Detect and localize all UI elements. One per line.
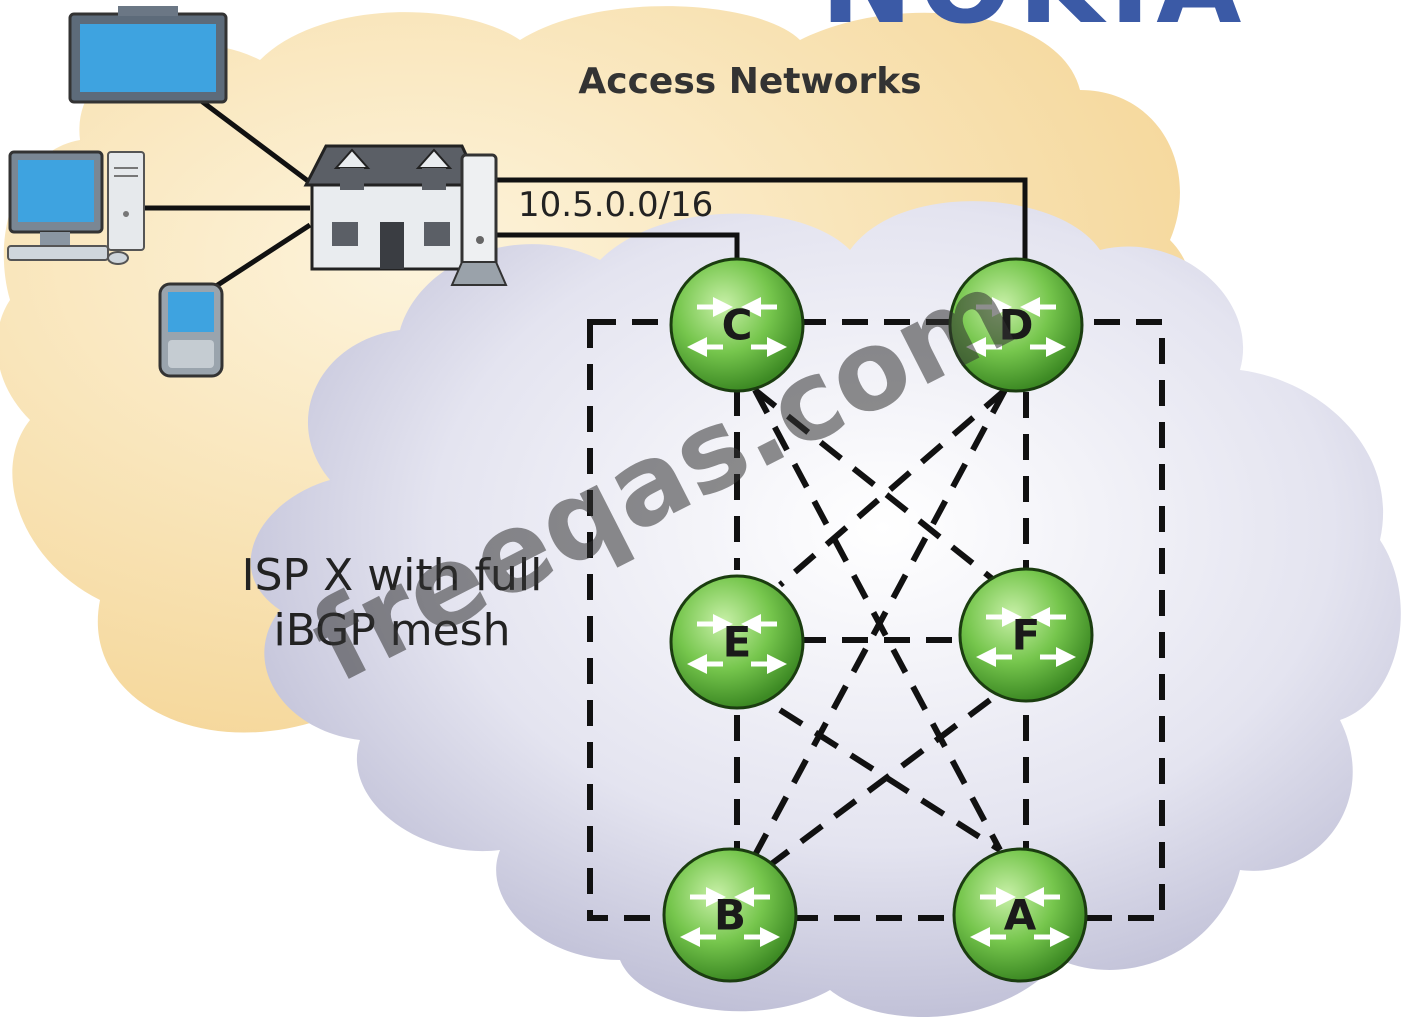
ibgp-session-e-a [778,707,1002,853]
router-c: C [669,257,805,393]
pda-icon [158,282,224,378]
ibgp-session-c-f [753,387,1002,588]
link-prefix-label: 10.5.0.0/16 [518,185,713,225]
nokia-logo: NOKIA [821,0,1248,48]
router-d: D [948,257,1084,393]
ibgp-session-f-b [768,697,992,868]
router-arrows-icon [966,297,1066,357]
router-e: E [669,574,805,710]
desktop-computer-icon [7,150,145,265]
router-e-label: E [723,618,752,667]
router-arrows-icon [687,614,787,674]
router-d-label: D [999,301,1034,350]
access-links [140,98,1028,293]
router-arrows-icon [687,297,787,357]
isp-title-line-1: ISP X with full [242,550,543,601]
router-arrows-icon [976,607,1076,667]
monitor-icon [68,6,228,104]
isp-cloud [250,201,1401,1018]
isp-title-line-2: iBGP mesh [274,605,511,656]
router-f: F [958,567,1094,703]
router-a: A [952,847,1088,983]
ibgp-session-d-b [752,388,1008,857]
ibgp-mesh-perimeter [587,319,1165,921]
ibgp-session-c-a [752,388,1003,852]
server-tower-icon [450,153,508,286]
house-icon [303,144,483,271]
router-a-label: A [1004,891,1037,940]
router-f-label: F [1012,611,1041,660]
ibgp-mesh [587,319,1165,921]
router-b: B [662,847,798,983]
ibgp-session-d-e [778,387,1007,588]
router-c-label: C [722,301,753,350]
router-arrows-icon [970,887,1070,947]
router-arrows-icon [680,887,780,947]
access-networks-title: Access Networks [578,61,921,102]
router-b-label: B [714,891,746,940]
